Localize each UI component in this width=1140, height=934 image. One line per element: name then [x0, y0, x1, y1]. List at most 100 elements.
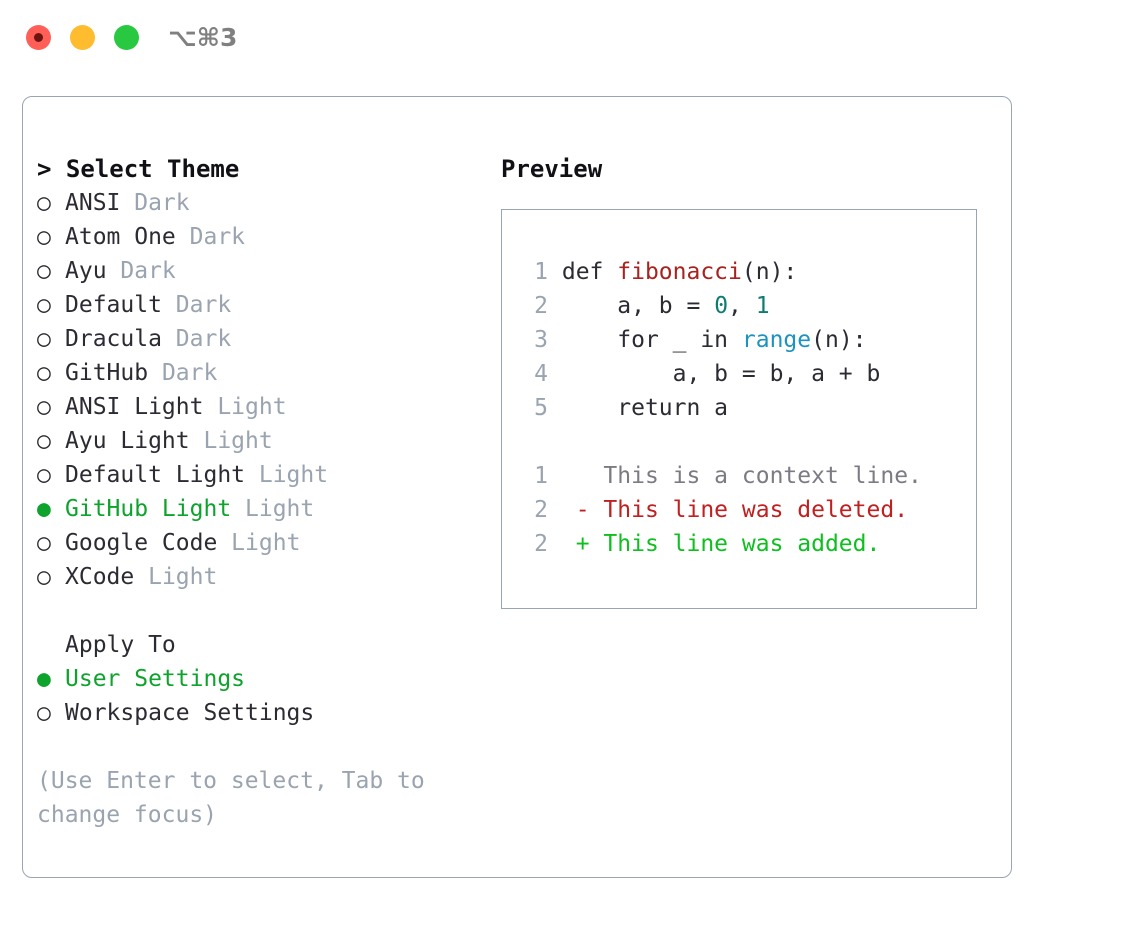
- traffic-lights: [26, 25, 139, 50]
- code-token: ,: [728, 293, 756, 319]
- theme-option-google-code[interactable]: ○ Google Code Light: [37, 526, 487, 560]
- diff-line-text: + This line was added.: [575, 531, 881, 557]
- theme-variant-badge: Light: [231, 496, 315, 522]
- theme-option-ansi-light[interactable]: ○ ANSI Light Light: [37, 390, 487, 424]
- radio-unselected-icon: ○: [37, 360, 51, 386]
- code-line: 3 for _ in range(n):: [502, 323, 976, 357]
- theme-variant-badge: Light: [203, 394, 287, 420]
- line-number: 5: [534, 395, 548, 421]
- theme-option-ayu[interactable]: ○ Ayu Dark: [37, 254, 487, 288]
- radio-unselected-icon: ○: [37, 564, 51, 590]
- preview-column: Preview 1 def fibonacci(n):2 a, b = 0, 1…: [501, 152, 1001, 609]
- apply-to-list[interactable]: ● User Settings ○ Workspace Settings: [37, 662, 487, 730]
- theme-variant-badge: Dark: [148, 360, 218, 386]
- apply-to-option-label: Workspace Settings: [65, 700, 315, 726]
- radio-unselected-icon: ○: [37, 326, 51, 352]
- close-button[interactable]: [26, 25, 51, 50]
- theme-option-default[interactable]: ○ Default Dark: [37, 288, 487, 322]
- radio-unselected-icon: ○: [37, 462, 51, 488]
- radio-unselected-icon: ○: [37, 258, 51, 284]
- line-number: 1: [534, 463, 548, 489]
- theme-option-label: GitHub: [65, 360, 149, 386]
- code-token: range: [741, 327, 812, 353]
- code-token: (n):: [811, 327, 867, 353]
- theme-option-dracula[interactable]: ○Dracula Dark: [37, 322, 487, 356]
- main-panel: > Select Theme ○ANSI Dark○Atom One Dark○…: [22, 96, 1012, 878]
- radio-unselected-icon: ○: [37, 394, 51, 420]
- radio-unselected-icon: ○: [37, 224, 51, 250]
- code-line: 2 a, b = 0, 1: [502, 289, 976, 323]
- theme-option-atom-one[interactable]: ○ Atom One Dark: [37, 220, 487, 254]
- keyboard-hint-text: (Use Enter to select, Tab to change focu…: [37, 768, 439, 828]
- apply-to-option-workspace-settings[interactable]: ○ Workspace Settings: [37, 696, 487, 730]
- theme-option-ansi[interactable]: ○ ANSI Dark: [37, 186, 487, 220]
- code-token: 0: [714, 293, 729, 319]
- code-line: 4 a, b = b, a + b: [502, 357, 976, 391]
- code-token: fibonacci: [617, 259, 742, 285]
- code-token: for _ in: [561, 327, 742, 353]
- line-number: 2: [534, 497, 548, 523]
- theme-variant-badge: Light: [134, 564, 218, 590]
- preview-title: Preview: [501, 155, 603, 183]
- diff-line: 2 - This line was deleted.: [502, 493, 976, 527]
- section-spacer: [37, 594, 487, 628]
- line-number: 4: [534, 361, 548, 387]
- code-token: a, b = b, a + b: [561, 361, 881, 387]
- line-number: 1: [534, 259, 548, 285]
- theme-option-label: ANSI: [65, 190, 121, 216]
- title-bar: ⌥⌘3: [0, 0, 1140, 78]
- radio-selected-icon: ●: [37, 666, 51, 692]
- line-number: 2: [534, 531, 548, 557]
- theme-variant-badge: Light: [217, 530, 301, 556]
- maximize-button[interactable]: [114, 25, 139, 50]
- apply-to-option-label: User Settings: [65, 666, 246, 692]
- theme-option-default-light[interactable]: ○ Default Light Light: [37, 458, 487, 492]
- theme-option-label: GitHub Light: [65, 496, 232, 522]
- theme-option-github-light[interactable]: ● GitHub Light Light: [37, 492, 487, 526]
- minimize-button[interactable]: [70, 25, 95, 50]
- theme-option-label: ANSI Light: [65, 394, 204, 420]
- code-diff-separator: [502, 425, 976, 459]
- theme-option-label: Default: [65, 292, 162, 318]
- theme-option-label: Google Code: [65, 530, 218, 556]
- code-line: 5 return a: [502, 391, 976, 425]
- code-token: a, b =: [561, 293, 715, 319]
- theme-list[interactable]: ○ ANSI Dark ○ Atom One Dark ○ Ayu Dark ○ Defaul…: [37, 186, 487, 594]
- radio-unselected-icon: ○: [37, 190, 51, 216]
- radio-selected-icon: ●: [37, 496, 51, 522]
- theme-variant-badge: Dark: [175, 224, 246, 250]
- theme-variant-badge: Dark: [106, 258, 176, 284]
- line-number: 2: [534, 293, 548, 319]
- theme-option-ayu-light[interactable]: ○ Ayu Light Light: [37, 424, 487, 458]
- radio-unselected-icon: ○: [37, 292, 51, 318]
- theme-selection-column: > Select Theme ○ANSI Dark○Atom One Dark○…: [37, 152, 487, 832]
- radio-unselected-icon: ○: [37, 428, 51, 454]
- theme-variant-badge: Dark: [120, 190, 190, 216]
- diff-line: 2 + This line was added.: [502, 527, 976, 561]
- theme-option-xcode[interactable]: ○XCode Light: [37, 560, 487, 594]
- diff-sample: 1 This is a context line. 2 - This line w…: [502, 459, 976, 561]
- keyboard-shortcut-label: ⌥⌘3: [168, 23, 238, 52]
- code-token: def: [561, 259, 618, 285]
- theme-option-label: Atom One: [65, 224, 176, 250]
- code-line: 1 def fibonacci(n):: [502, 255, 976, 289]
- theme-option-label: Dracula: [65, 326, 162, 352]
- apply-to-option-user-settings[interactable]: ● User Settings: [37, 662, 487, 696]
- theme-option-label: Ayu Light: [65, 428, 190, 454]
- diff-line-text: This is a context line.: [575, 463, 922, 489]
- theme-variant-badge: Dark: [161, 292, 232, 318]
- code-token: 1: [755, 293, 770, 319]
- theme-variant-badge: Light: [189, 428, 273, 454]
- radio-unselected-icon: ○: [37, 700, 51, 726]
- diff-line-text: - This line was deleted.: [575, 497, 909, 523]
- theme-option-label: Default Light: [65, 462, 246, 488]
- line-number: 3: [534, 327, 548, 353]
- theme-variant-badge: Light: [245, 462, 329, 488]
- code-token: return a: [561, 395, 729, 421]
- theme-option-github[interactable]: ○ GitHub Dark: [37, 356, 487, 390]
- radio-unselected-icon: ○: [37, 530, 51, 556]
- theme-option-label: Ayu: [65, 258, 107, 284]
